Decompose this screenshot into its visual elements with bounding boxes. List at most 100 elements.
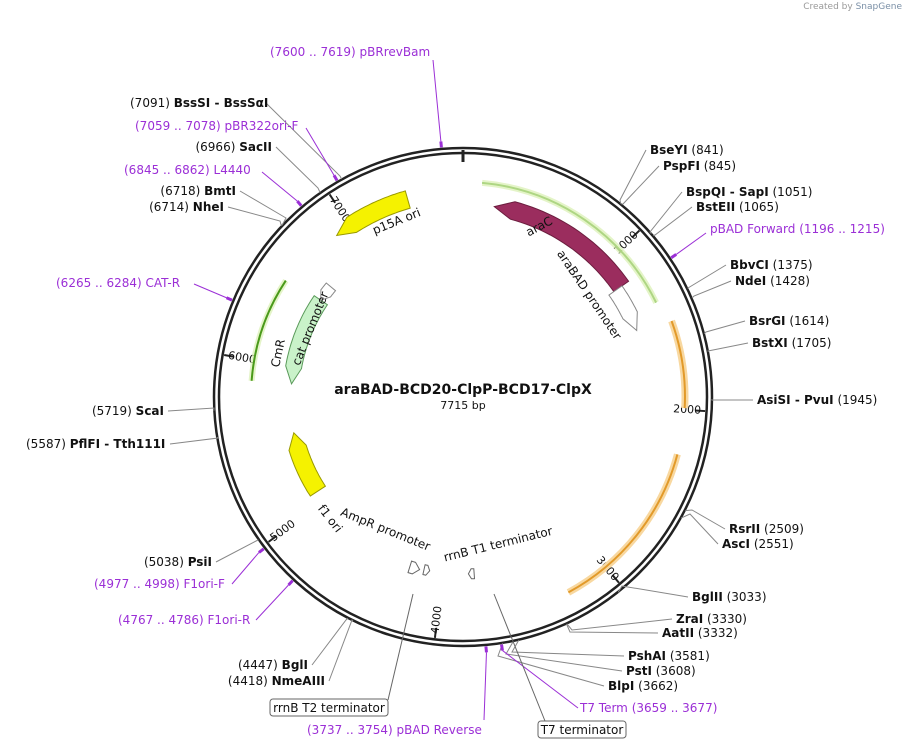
plasmid-length: 7715 bp — [440, 399, 485, 412]
primer-tick — [439, 141, 443, 148]
primer-leader — [255, 584, 289, 621]
enzyme-leader — [227, 206, 282, 227]
enzyme-label: AsiSI - PvuI (1945) — [757, 393, 877, 407]
enzyme-label: PshAI (3581) — [628, 649, 710, 663]
enzyme-leader — [707, 342, 749, 353]
primer-label: (7059 .. 7078) pBR322ori-F — [135, 119, 299, 133]
rrnb-t2-terminator-box — [269, 698, 389, 717]
primer-label: (4977 .. 4998) F1ori-F — [94, 577, 225, 591]
primer-tick — [670, 253, 678, 259]
enzyme-label: (6966) SacII — [195, 140, 272, 154]
primer-leader — [193, 283, 227, 299]
enzyme-leader — [680, 513, 719, 545]
primer-leader — [502, 650, 579, 709]
tick-mark — [695, 409, 706, 413]
terminator-glyph-1 — [422, 564, 431, 576]
tick-mark — [611, 574, 620, 584]
enzyme-leader — [511, 639, 625, 657]
enzyme-label: ZraI (3330) — [676, 612, 747, 626]
enzyme-label: (4418) NmeAIII — [228, 674, 325, 688]
primer-tick — [287, 579, 294, 587]
enzyme-label: BstXI (1705) — [752, 336, 831, 350]
enzyme-leader — [265, 102, 343, 180]
enzyme-leader — [169, 436, 220, 445]
enzyme-label: BlpI (3662) — [608, 679, 678, 693]
enzyme-leader — [167, 407, 215, 412]
enzyme-leader — [621, 165, 660, 205]
enzyme-leader — [505, 641, 623, 672]
t7-terminator-label: T7 terminator — [540, 723, 624, 737]
orange-arc-2-halo — [566, 453, 681, 596]
f1-ori-arrow — [288, 431, 327, 497]
enzyme-leader — [215, 539, 259, 563]
t7-terminator-leader — [493, 593, 546, 722]
enzyme-label: AscI (2551) — [722, 537, 794, 551]
primer-label: (4767 .. 4786) F1ori-R — [118, 613, 250, 627]
enzyme-leader — [617, 585, 689, 598]
enzyme-label: (6714) NheI — [149, 200, 224, 214]
backbone-outer-ring — [212, 146, 714, 648]
tick-label: 5000 — [268, 517, 298, 544]
credit-prefix: Created by — [803, 2, 853, 12]
tick-mark — [433, 627, 438, 638]
primer-tick — [296, 200, 303, 207]
enzyme-leader — [685, 509, 726, 530]
araBAD-promoter-arrow — [608, 285, 638, 332]
primer-tick — [225, 296, 233, 302]
tick-mark — [631, 229, 641, 239]
primer-annotations: (7600 .. 7619) pBRrevBam (7059 .. 7078) p… — [56, 45, 885, 737]
enzyme-label: (6718) BmtI — [160, 184, 236, 198]
enzyme-label: (5719) ScaI — [92, 404, 164, 418]
enzyme-leader — [566, 618, 673, 631]
tick-label: 4000 — [428, 605, 444, 634]
enzyme-label: BstEII (1065) — [696, 200, 779, 214]
rrnb-t2-terminator-label: rrnB T2 terminator — [273, 701, 385, 715]
primer-leader — [483, 652, 487, 721]
enzyme-leader — [691, 280, 732, 299]
snapgene-logo-text: SnapGene — [855, 2, 902, 12]
enzyme-leader — [619, 149, 647, 204]
primer-tick — [258, 547, 265, 554]
primer-leader — [432, 59, 442, 142]
enzyme-leader — [311, 617, 349, 666]
primer-label: pBAD Forward (1196 .. 1215) — [710, 222, 885, 236]
primer-label: (6845 .. 6862) L4440 — [124, 163, 251, 177]
terminator-glyph-2 — [467, 568, 476, 580]
tick-label: 2000 — [673, 402, 702, 417]
orange-arc-1 — [670, 320, 686, 409]
orange-arc-2 — [567, 454, 679, 594]
araC-cds-arrow — [493, 201, 630, 293]
primer-label: (7600 .. 7619) pBRrevBam — [270, 45, 430, 59]
cat-promoter-arrow — [320, 282, 337, 301]
enzyme-label: NdeI (1428) — [735, 274, 810, 288]
plasmid-name: araBAD-BCD20-ClpP-BCD17-ClpX — [334, 382, 592, 398]
araC-green-arc-halo — [481, 179, 659, 304]
snapgene-credit: Created by SnapGene — [803, 2, 902, 12]
enzyme-leader — [649, 191, 683, 234]
rrnb-t2-leader — [387, 593, 414, 701]
enzyme-leader — [275, 146, 321, 193]
enzyme-leader — [239, 190, 287, 226]
primer-leader — [675, 232, 707, 255]
primer-tick — [484, 646, 488, 653]
p15a-ori-arrow — [335, 190, 411, 237]
enzyme-label: BbvCI (1375) — [730, 258, 813, 272]
enzyme-label: (4447) BglI — [238, 658, 308, 672]
enzyme-leader — [687, 264, 727, 289]
enzyme-leader — [566, 623, 659, 634]
primer-tick — [332, 174, 339, 182]
primer-leader — [305, 127, 335, 176]
tick-mark — [328, 193, 336, 204]
enzyme-leader — [703, 320, 746, 335]
cmr-label: CmR — [268, 338, 288, 369]
enzyme-annotations: (7091) BssSI - BssSαI(6966) SacII(6718) … — [26, 96, 877, 693]
cmr-green-arc — [250, 280, 287, 381]
ampr-promoter-label: AmpR promoter — [339, 505, 433, 554]
enzyme-label: BsrGI (1614) — [749, 314, 829, 328]
primer-label: T7 Term (3659 .. 3677) — [579, 701, 717, 715]
enzyme-label: BseYI (841) — [650, 143, 724, 157]
enzyme-label: RsrII (2509) — [729, 522, 804, 536]
enzyme-leader — [497, 643, 605, 687]
primer-tick — [500, 644, 504, 651]
